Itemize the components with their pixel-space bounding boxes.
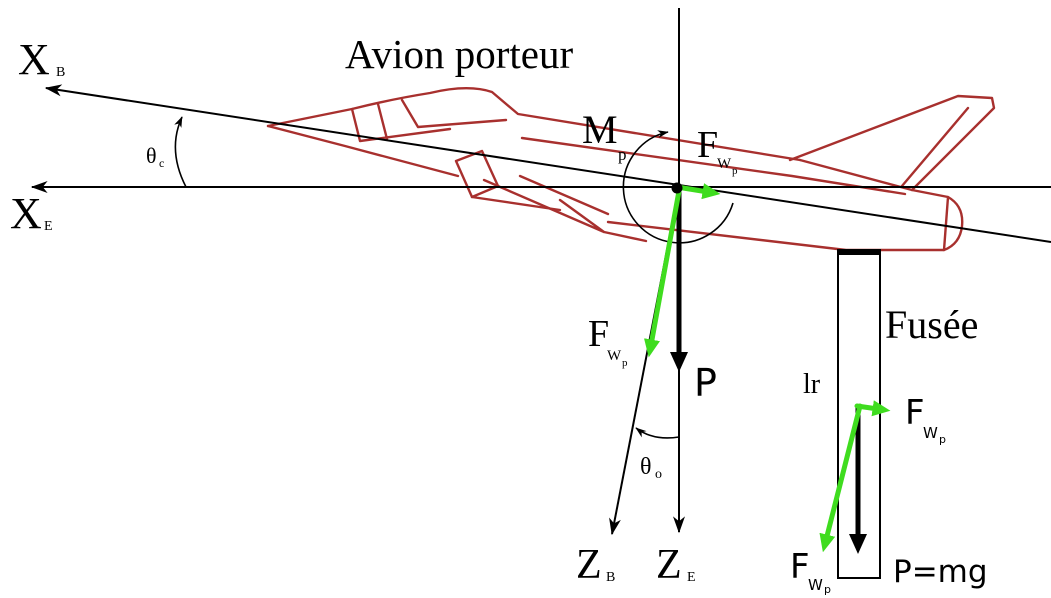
aircraft-wing xyxy=(482,174,648,243)
rocket-label: Fusée xyxy=(885,302,978,347)
moment-label: M xyxy=(582,107,618,152)
theta-o-label: θ xyxy=(640,454,652,480)
theta-c-label: θ xyxy=(146,143,157,168)
rocket-force-wp-tilted-arrow xyxy=(819,403,863,553)
x-b-axis-label: X xyxy=(18,35,50,84)
rocket-force-wp-horizontal-label: F xyxy=(905,393,925,433)
rocket-force-wp-tilted-subscript: W xyxy=(808,576,823,594)
aircraft-tail-fin-inner xyxy=(900,106,970,188)
force-wp-horizontal-subscript: W xyxy=(717,156,732,172)
theta-o-subscript: o xyxy=(655,467,662,482)
force-wp-tilted-label: F xyxy=(588,313,609,355)
aircraft-tail-fin xyxy=(788,94,996,192)
z-e-axis-subscript: E xyxy=(687,570,696,585)
aircraft-air-intake xyxy=(454,149,500,199)
rocket-weight-label: P=mg xyxy=(893,554,988,590)
rocket-force-wp-tilted-label: F xyxy=(790,547,810,587)
force-wp-horizontal-label: F xyxy=(697,124,718,166)
z-e-axis-label: Z xyxy=(656,542,682,588)
aircraft-nose-underside xyxy=(266,124,460,178)
moment-subscript: p xyxy=(618,145,627,164)
theta-o-arc xyxy=(635,427,680,439)
x-b-axis-subscript: B xyxy=(56,65,65,80)
force-wp-tilted-subsubscript: p xyxy=(622,357,628,369)
rocket-force-wp-horizontal-subsubscript: p xyxy=(939,433,946,446)
aircraft-canopy-frame xyxy=(350,98,508,143)
rocket-length-label: lr xyxy=(803,369,821,400)
aircraft-fuselage-top xyxy=(266,87,802,162)
z-b-axis-label: Z xyxy=(576,542,602,588)
x-e-axis-label: X xyxy=(10,189,42,238)
force-wp-horizontal-subsubscript: p xyxy=(732,165,738,177)
rocket-force-wp-horizontal-arrow xyxy=(854,400,891,417)
rocket-force-wp-tilted-subsubscript: p xyxy=(824,583,831,596)
weight-aircraft-label: P xyxy=(694,361,717,405)
force-wp-tilted-arrow xyxy=(643,188,682,358)
x-b-axis xyxy=(44,84,1051,243)
aircraft-label: Avion porteur xyxy=(345,31,573,77)
x-e-axis-subscript: E xyxy=(44,219,53,234)
moment-arc xyxy=(622,130,734,244)
theta-c-arc xyxy=(174,116,187,188)
theta-c-subscript: c xyxy=(159,156,164,170)
rocket-force-wp-horizontal-subscript: W xyxy=(923,424,938,442)
z-b-axis-subscript: B xyxy=(606,570,615,585)
carrier-aircraft-outline xyxy=(266,87,996,252)
force-wp-tilted-subscript: W xyxy=(607,348,622,364)
aircraft-engine-nozzle xyxy=(798,158,964,252)
pivot-point xyxy=(671,182,683,194)
